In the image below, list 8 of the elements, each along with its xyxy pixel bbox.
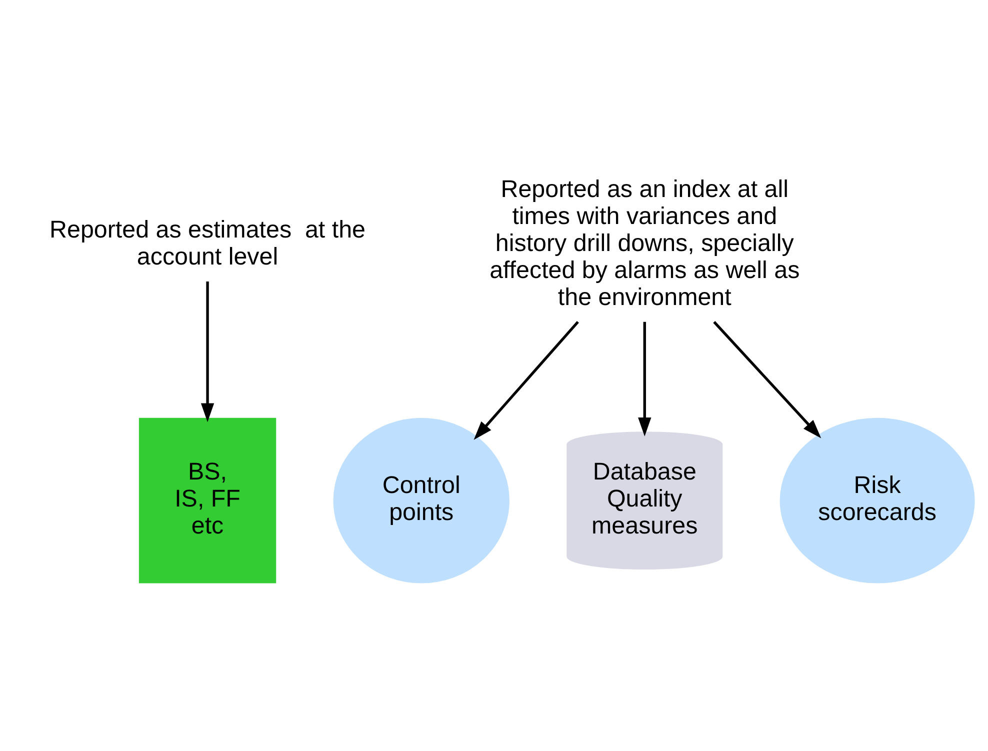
node-box: BS, IS, FF etc [138,418,276,584]
node-text: Reported as an index at all times with variances and history drill downs, specially affected by alarms as well as the environment [490,176,800,311]
arrow [200,282,214,422]
arrow [713,321,822,438]
arrow [474,321,579,440]
node-text: Reported as estimates at the account level [50,216,366,270]
arrow [638,322,652,436]
node-circle: Control points [333,418,510,584]
